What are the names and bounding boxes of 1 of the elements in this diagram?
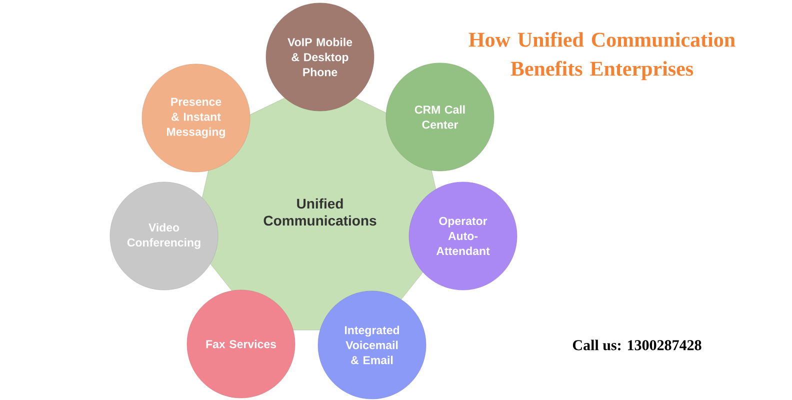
contact-text: Call us: 1300287428 <box>572 340 702 350</box>
